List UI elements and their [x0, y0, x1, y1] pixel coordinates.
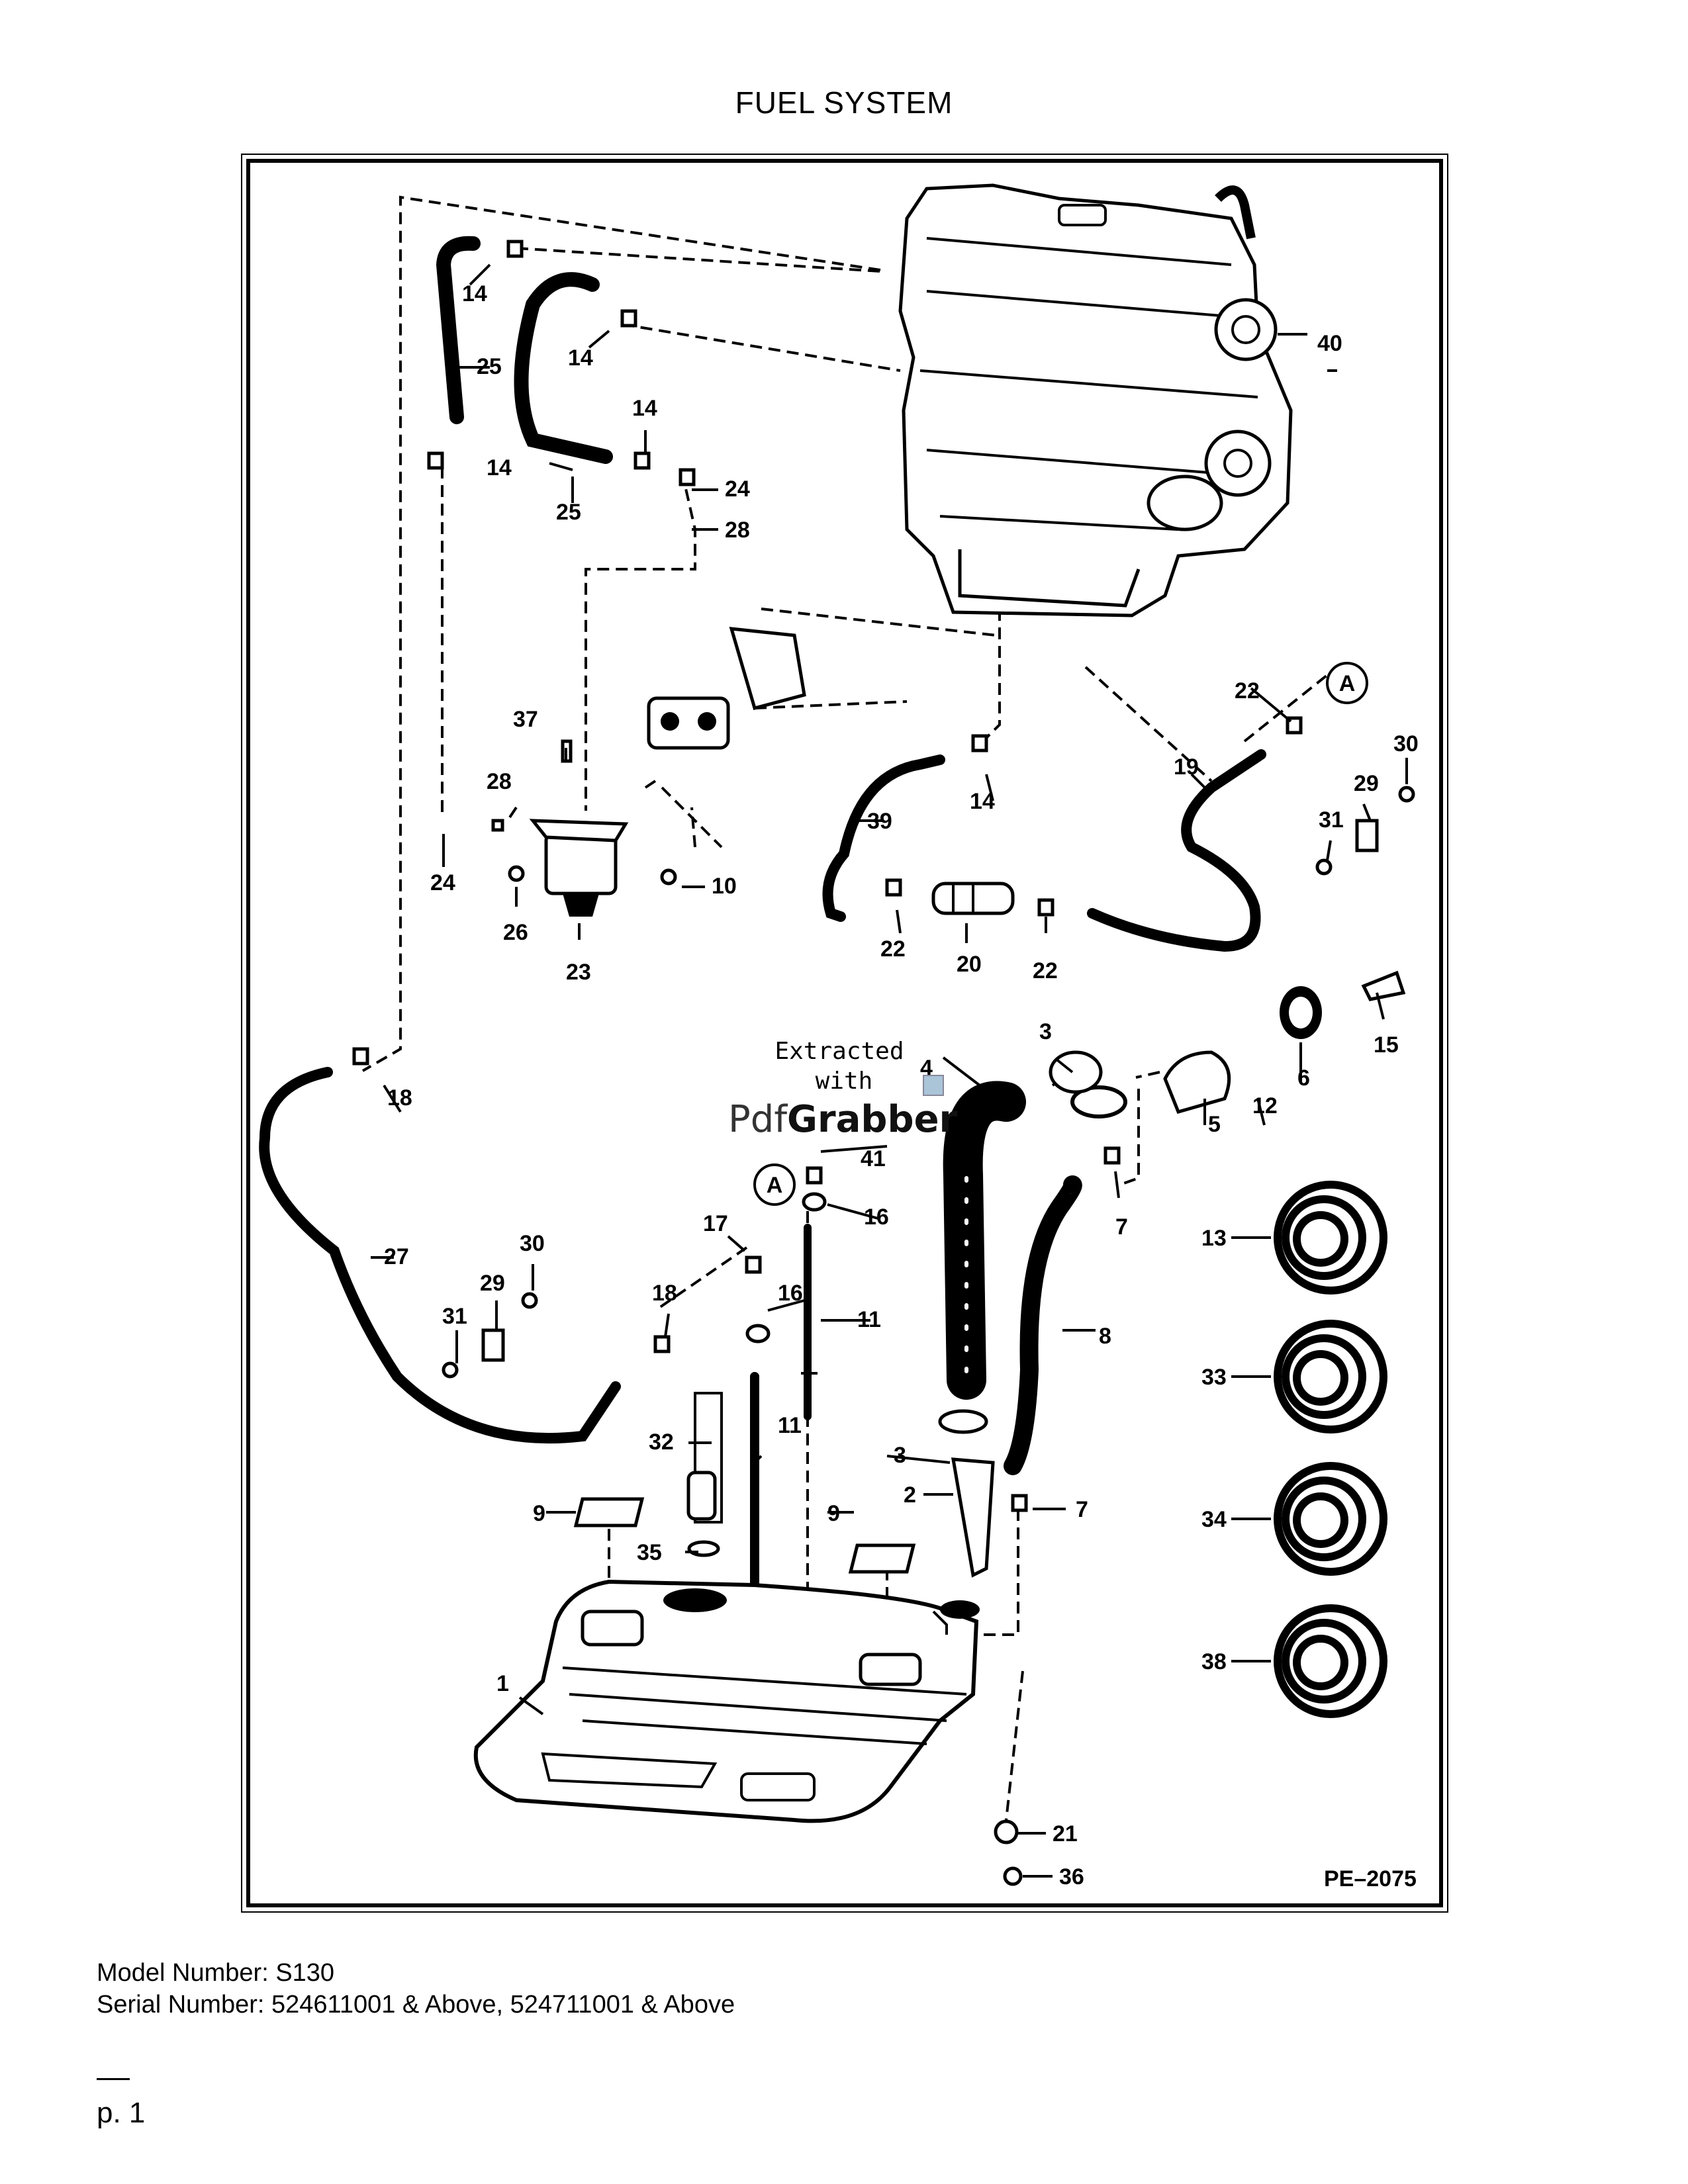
- callout-13: 13: [1201, 1226, 1227, 1251]
- callout-7: 7: [1115, 1214, 1128, 1240]
- callout-22: 22: [880, 936, 906, 962]
- callout-14: 14: [462, 281, 487, 306]
- watermark-logo-icon: [923, 1075, 944, 1096]
- callout-8: 8: [1099, 1324, 1111, 1349]
- callout-19: 19: [1174, 754, 1199, 780]
- callout-15: 15: [1374, 1032, 1399, 1058]
- callout-22: 22: [1235, 678, 1260, 704]
- callout-3: 3: [1039, 1019, 1052, 1044]
- callout-23: 23: [566, 960, 591, 985]
- callout-1: 1: [496, 1671, 509, 1696]
- watermark-brand: PdfGrabber: [728, 1098, 958, 1141]
- callout-34: 34: [1201, 1507, 1227, 1532]
- callout-leaders: [371, 263, 1408, 1878]
- callout-28: 28: [725, 518, 750, 543]
- callout-25: 25: [477, 354, 502, 379]
- callout-28: 28: [487, 769, 512, 794]
- callout-33: 33: [1201, 1365, 1227, 1390]
- callout-12: 12: [1252, 1093, 1278, 1118]
- reference-a-top: A: [1339, 671, 1356, 696]
- reference-a-bottom: A: [767, 1173, 783, 1198]
- callout-14: 14: [487, 455, 512, 480]
- callout-14: 14: [970, 789, 995, 814]
- callout-37: 37: [513, 707, 538, 732]
- page-number: p. 1: [97, 2097, 146, 2129]
- callout-11: 11: [857, 1307, 881, 1332]
- model-number: Model Number: S130: [97, 1959, 335, 1987]
- callout-31: 31: [442, 1304, 467, 1329]
- callout-32: 32: [649, 1430, 674, 1455]
- callout-9: 9: [533, 1501, 545, 1526]
- callout-10: 10: [712, 874, 737, 899]
- callout-9: 9: [827, 1501, 840, 1526]
- hose-coils: [1274, 1181, 1387, 1718]
- serial-number: Serial Number: 524611001 & Above, 524711…: [97, 1991, 735, 2019]
- clamps-and-fittings: [352, 240, 1415, 1886]
- page-rule: [97, 2078, 130, 2080]
- callout-40: 40: [1317, 331, 1342, 356]
- callout-30: 30: [1393, 731, 1419, 756]
- callout-29: 29: [480, 1271, 505, 1296]
- callout-11: 11: [778, 1413, 802, 1438]
- callout-14: 14: [568, 345, 593, 371]
- pdfgrabber-watermark: Extracted with PdfGrabber: [728, 1038, 958, 1141]
- callout-36: 36: [1059, 1864, 1084, 1889]
- callout-21: 21: [1053, 1821, 1078, 1846]
- callout-20: 20: [957, 952, 982, 977]
- callout-17: 17: [703, 1211, 728, 1236]
- callout-35: 35: [637, 1540, 662, 1565]
- fuel-tank: [473, 1579, 979, 1823]
- watermark-line-1: Extracted: [774, 1038, 904, 1065]
- callout-6: 6: [1297, 1066, 1310, 1091]
- callout-2: 2: [904, 1482, 916, 1508]
- callout-38: 38: [1201, 1649, 1227, 1674]
- filler-neck-parts: [573, 970, 1406, 1619]
- callout-14: 14: [632, 396, 657, 421]
- callout-3: 3: [894, 1443, 906, 1468]
- reference-circles: [753, 662, 1368, 1206]
- callout-24: 24: [430, 870, 455, 895]
- watermark-brand-b: Grabber: [787, 1098, 958, 1141]
- callout-18: 18: [652, 1281, 677, 1306]
- callout-26: 26: [503, 920, 528, 945]
- callout-16: 16: [778, 1281, 803, 1306]
- callout-5: 5: [1208, 1112, 1221, 1137]
- callout-25: 25: [556, 500, 581, 525]
- page-title: FUEL SYSTEM: [735, 85, 953, 120]
- callout-31: 31: [1319, 807, 1344, 833]
- callout-39: 39: [867, 809, 892, 834]
- callout-4: 4: [920, 1056, 933, 1081]
- callout-18: 18: [387, 1085, 412, 1111]
- callout-30: 30: [520, 1231, 545, 1256]
- watermark-brand-a: Pdf: [728, 1098, 788, 1141]
- fuel-hoses: [259, 236, 1266, 1593]
- callout-29: 29: [1354, 771, 1379, 796]
- dashed-leader-lines: [361, 195, 1345, 1821]
- callout-27: 27: [384, 1244, 409, 1269]
- callout-16: 16: [864, 1205, 889, 1230]
- fuel-filter-assembly: [529, 627, 1015, 917]
- callout-labels: 40 14 14 14 14 14 25 25 24 24 28 28 37 2…: [384, 281, 1419, 1889]
- diagram-code: PE–2075: [1324, 1866, 1417, 1891]
- watermark-line-2: with: [816, 1068, 873, 1095]
- callout-24: 24: [725, 477, 750, 502]
- callout-41: 41: [861, 1146, 886, 1171]
- engine-block: [898, 183, 1293, 617]
- callout-22: 22: [1033, 958, 1058, 983]
- callout-7: 7: [1076, 1497, 1088, 1522]
- diagram-frame: [241, 154, 1448, 1913]
